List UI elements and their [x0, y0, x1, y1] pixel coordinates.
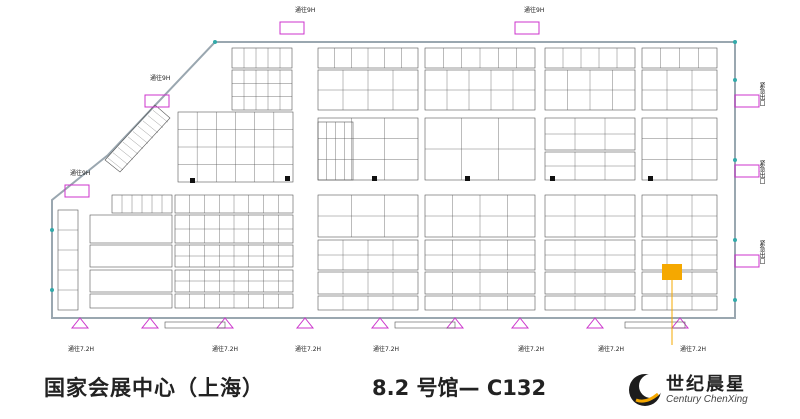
door-mark	[514, 21, 540, 35]
booth-block	[641, 295, 718, 311]
logo-english-name: Century ChenXing	[666, 394, 748, 405]
passage-label-bottom-1: 通往7.2H	[68, 346, 95, 353]
logo-chinese-name: 世纪晨星	[666, 374, 746, 395]
column-mark	[648, 176, 653, 181]
passage-label-bottom-3: 通往7.2H	[295, 346, 322, 353]
escalator-block	[104, 104, 171, 173]
escalator-step	[152, 110, 169, 123]
door-mark	[144, 94, 170, 108]
passage-label-left-1: 通往9H	[150, 75, 171, 82]
pillar-mark	[733, 158, 737, 162]
pillar-mark	[213, 40, 217, 44]
target-booth-c132[interactable]	[662, 264, 682, 345]
column-mark	[550, 176, 555, 181]
pillar-mark	[50, 288, 54, 292]
door-mark	[734, 94, 760, 108]
entrance-mark	[585, 317, 605, 329]
column-mark	[372, 176, 377, 181]
escalator-step	[147, 115, 164, 128]
column-mark	[465, 176, 470, 181]
passage-label-left-2: 通往9H	[70, 170, 91, 177]
entrance-mark	[670, 317, 690, 329]
entrance-mark	[295, 317, 315, 329]
escalator-step	[112, 152, 129, 165]
emergency-exit-label-2: 紧急出口	[758, 160, 765, 184]
company-logo: 世纪晨星 Century ChenXing	[628, 368, 778, 412]
passage-label-bottom-5: 通往7.2H	[518, 346, 545, 353]
pillar-mark	[733, 40, 737, 44]
booth-c132-marker	[662, 264, 682, 280]
booth-block	[544, 47, 636, 69]
venue-name: 国家会展中心（上海）	[44, 376, 264, 400]
door-mark	[279, 21, 305, 35]
emergency-exit-label-3: 紧急出口	[758, 240, 765, 264]
facility-marks	[50, 21, 760, 329]
booth-grid	[57, 47, 718, 311]
entrance-mark	[140, 317, 160, 329]
booth-block	[89, 269, 173, 293]
passage-label-bottom-4: 通往7.2H	[373, 346, 400, 353]
passage-label-bottom-7: 通往7.2H	[680, 346, 707, 353]
pillar-mark	[733, 238, 737, 242]
crescent-moon-logo-icon	[629, 374, 662, 406]
escalator-step	[137, 126, 154, 139]
entrance-mark	[70, 317, 90, 329]
escalator-step	[127, 136, 144, 149]
escalator-step	[132, 131, 149, 144]
hall-floor-plan	[50, 21, 760, 345]
escalator-step	[117, 147, 134, 160]
booth-block	[231, 69, 293, 111]
booth-block	[544, 271, 636, 295]
radiator-strip	[624, 321, 686, 329]
booth-block	[231, 47, 293, 69]
booth-number: 8.2 号馆— C132	[372, 376, 547, 400]
pillar-mark	[50, 228, 54, 232]
booth-block	[57, 209, 79, 311]
passage-label-bottom-6: 通往7.2H	[598, 346, 625, 353]
radiator-strip	[394, 321, 456, 329]
booth-block	[89, 244, 173, 268]
booth-block	[317, 117, 419, 181]
pillar-mark	[733, 298, 737, 302]
column-mark	[190, 178, 195, 183]
booth-block	[544, 295, 636, 311]
escalator-step	[142, 120, 159, 134]
entrance-mark	[370, 317, 390, 329]
passage-label-top-1: 通往9H	[295, 7, 316, 14]
door-mark	[734, 254, 760, 268]
pillar-mark	[733, 78, 737, 82]
passage-label-top-2: 通往9H	[524, 7, 545, 14]
emergency-exit-label-1: 紧急出口	[758, 82, 765, 106]
entrance-mark	[510, 317, 530, 329]
door-mark	[64, 184, 90, 198]
escalator-step	[107, 157, 124, 171]
radiator-strip	[164, 321, 226, 329]
column-mark	[285, 176, 290, 181]
passage-label-bottom-2: 通往7.2H	[212, 346, 239, 353]
escalator-step	[122, 141, 139, 155]
door-mark	[734, 164, 760, 178]
booth-block	[89, 214, 173, 244]
booth-block	[89, 293, 173, 309]
booth-block	[641, 117, 718, 181]
